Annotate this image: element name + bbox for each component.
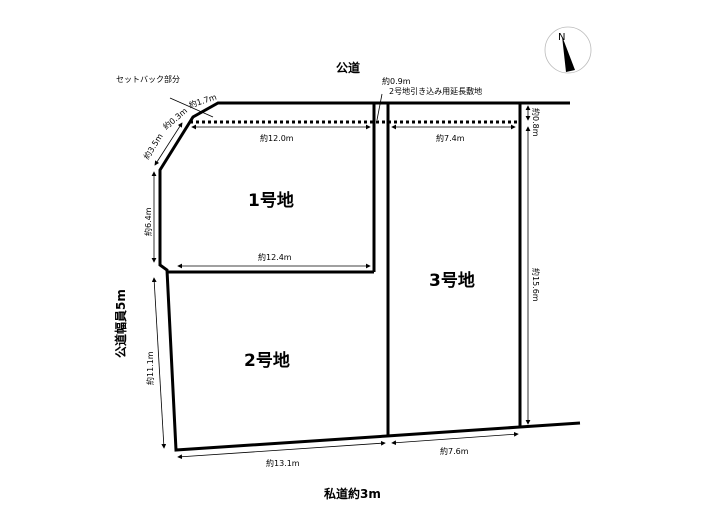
road-left: 公道幅員5m [113, 289, 128, 358]
dim-ext-width: 約0.9m [382, 76, 411, 86]
outer-boundary [158, 101, 581, 452]
compass-icon: N [544, 26, 592, 74]
boundary-lines [158, 101, 581, 452]
road-bottom: 私道約3m [323, 486, 381, 501]
dim-left-lower: 約11.1m [145, 351, 155, 385]
dim-right-setback: 約0.8m [531, 108, 541, 137]
dim-left-upper: 約6.4m [143, 207, 153, 236]
dimension-arrows [151, 105, 531, 460]
dim-right: 約15.6m [531, 268, 541, 302]
svg-text:N: N [558, 32, 565, 43]
dim-bottom-right: 約7.6m [440, 446, 469, 456]
dim-lot3-top: 約7.4m [436, 133, 465, 143]
road-top: 公道 [336, 60, 360, 75]
dim-lot1-bottom: 約12.4m [258, 252, 292, 262]
dim-lot1-top: 約12.0m [260, 133, 294, 143]
setback-note: セットバック部分 [116, 74, 180, 84]
extension-note: 2号地引き込み用延長敷地 [389, 86, 482, 96]
lot-1-label: 1号地 [248, 190, 294, 211]
lot-3-label: 3号地 [429, 270, 475, 291]
dim-bottom-left: 約13.1m [266, 458, 300, 468]
lot-2-label: 2号地 [244, 350, 290, 371]
dim-diag: 約3.5m [141, 131, 165, 161]
